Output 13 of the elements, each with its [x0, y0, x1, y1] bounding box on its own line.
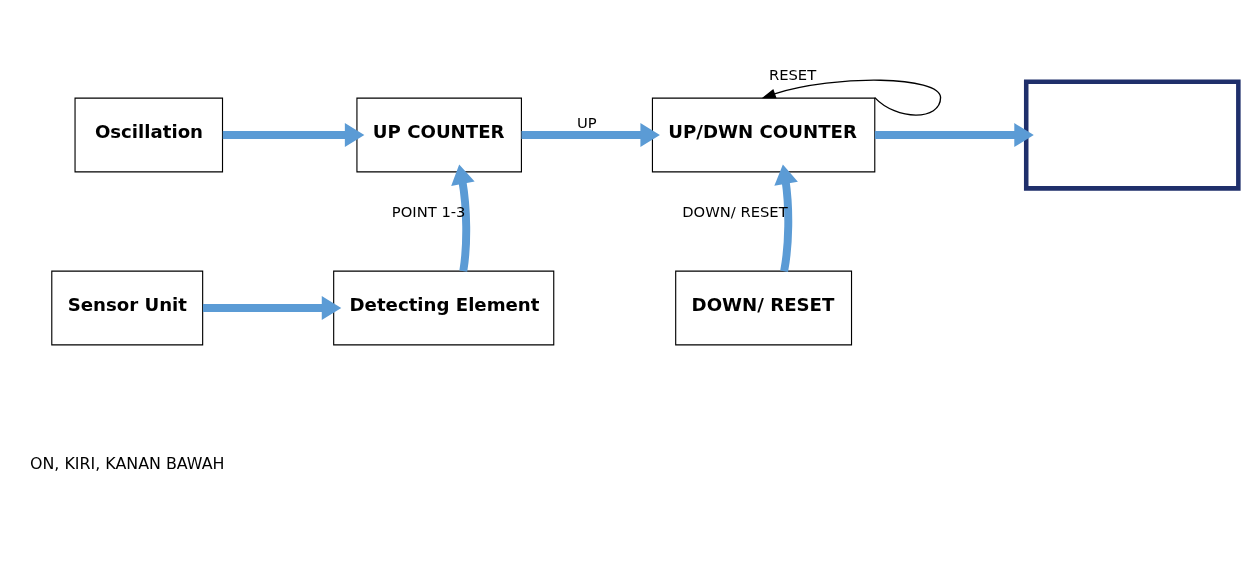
label: ON, KIRI, KANAN BAWAH	[29, 453, 225, 473]
node-box: Oscillation	[74, 97, 224, 172]
node-box: Detecting Element	[333, 270, 555, 345]
edge-label: UP	[577, 113, 597, 131]
node-box	[1023, 78, 1241, 191]
edge-label: RESET	[768, 65, 817, 83]
node-box: UP COUNTER	[356, 97, 522, 172]
node-box: UP/DWN COUNTER	[651, 97, 876, 172]
arrow	[761, 79, 942, 116]
arrow	[774, 163, 798, 272]
arrow	[451, 164, 475, 272]
node-box: Sensor Unit	[51, 270, 204, 345]
node-box: DOWN/ RESET	[675, 270, 853, 345]
